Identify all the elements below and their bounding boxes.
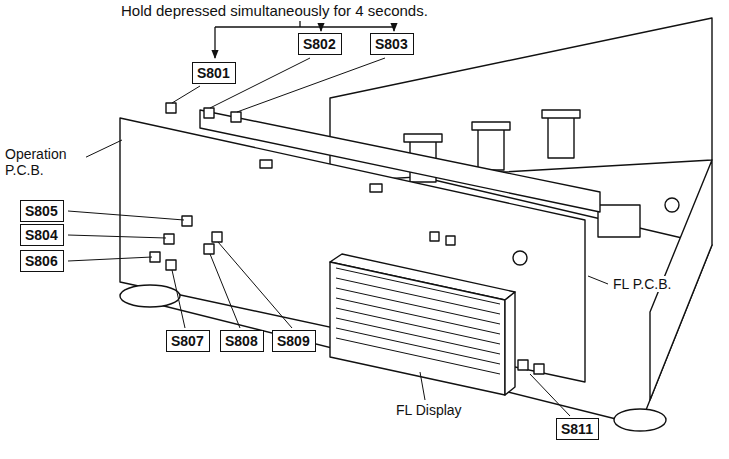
leader-line <box>237 58 385 112</box>
part-name: FL P.C.B. <box>612 276 672 292</box>
leader-line <box>218 242 292 328</box>
callout-number: S805 <box>25 203 59 219</box>
push-button <box>518 360 528 370</box>
fl-display <box>330 262 505 395</box>
callout-number: S804 <box>25 227 59 243</box>
push-button <box>164 234 174 244</box>
foot <box>614 409 666 431</box>
leader-line <box>530 374 570 416</box>
board-part <box>370 184 382 192</box>
callout-number: S808 <box>225 333 259 349</box>
volume-knob <box>513 251 527 265</box>
board-part <box>446 236 455 245</box>
leader-line <box>68 257 152 261</box>
instruction-note: Hold depressed simultaneously for 4 seco… <box>120 3 429 19</box>
callout-box: S803 <box>370 33 414 55</box>
callout-box: S801 <box>192 62 236 84</box>
relay <box>548 116 574 158</box>
callout-number: S807 <box>171 333 205 349</box>
bracket-arrow <box>393 27 394 31</box>
callout-number: S809 <box>277 333 311 349</box>
relay-top <box>404 134 442 142</box>
callout-number: S803 <box>375 36 409 52</box>
push-button <box>534 364 544 374</box>
push-button <box>166 260 176 270</box>
push-button <box>231 112 241 122</box>
part-name: FL Display <box>395 402 463 418</box>
callout-number: S802 <box>303 36 337 52</box>
relay <box>478 128 504 170</box>
board-part <box>430 232 439 241</box>
part-name: Operation P.C.B. <box>4 146 86 178</box>
callout-box: S811 <box>556 418 599 440</box>
leader-line <box>80 140 122 160</box>
callout-box: S807 <box>166 330 210 352</box>
leader-line <box>420 372 425 400</box>
callout-box: S804 <box>20 224 64 246</box>
callout-number: S801 <box>197 65 231 81</box>
callout-box: S806 <box>20 250 64 272</box>
callout-box: S805 <box>20 200 64 222</box>
display-hatching <box>336 268 500 374</box>
transformer <box>598 205 640 237</box>
bracket-line <box>215 26 394 27</box>
push-button <box>204 244 214 254</box>
callout-number: S811 <box>561 421 594 437</box>
callout-box: S808 <box>220 330 264 352</box>
fl-display-side <box>505 292 515 395</box>
bracket-arrow <box>214 27 215 58</box>
callout-box: S809 <box>272 330 316 352</box>
push-button <box>204 108 214 118</box>
leader-line <box>68 211 184 220</box>
leader-line <box>68 235 166 238</box>
relay-top <box>472 122 510 130</box>
foot <box>120 285 180 307</box>
callout-box: S802 <box>298 33 342 55</box>
bracket-arrow <box>320 27 321 31</box>
push-button <box>212 232 222 242</box>
relay-top <box>542 110 580 118</box>
leader-line <box>210 254 240 328</box>
bracket-line <box>299 21 300 27</box>
push-button <box>182 216 192 226</box>
leader-line <box>172 270 185 328</box>
board-part <box>260 160 272 168</box>
capacitor <box>665 198 679 212</box>
leader-line <box>172 86 200 103</box>
callout-number: S806 <box>25 253 59 269</box>
leader-line <box>588 276 608 284</box>
push-button <box>166 103 176 113</box>
